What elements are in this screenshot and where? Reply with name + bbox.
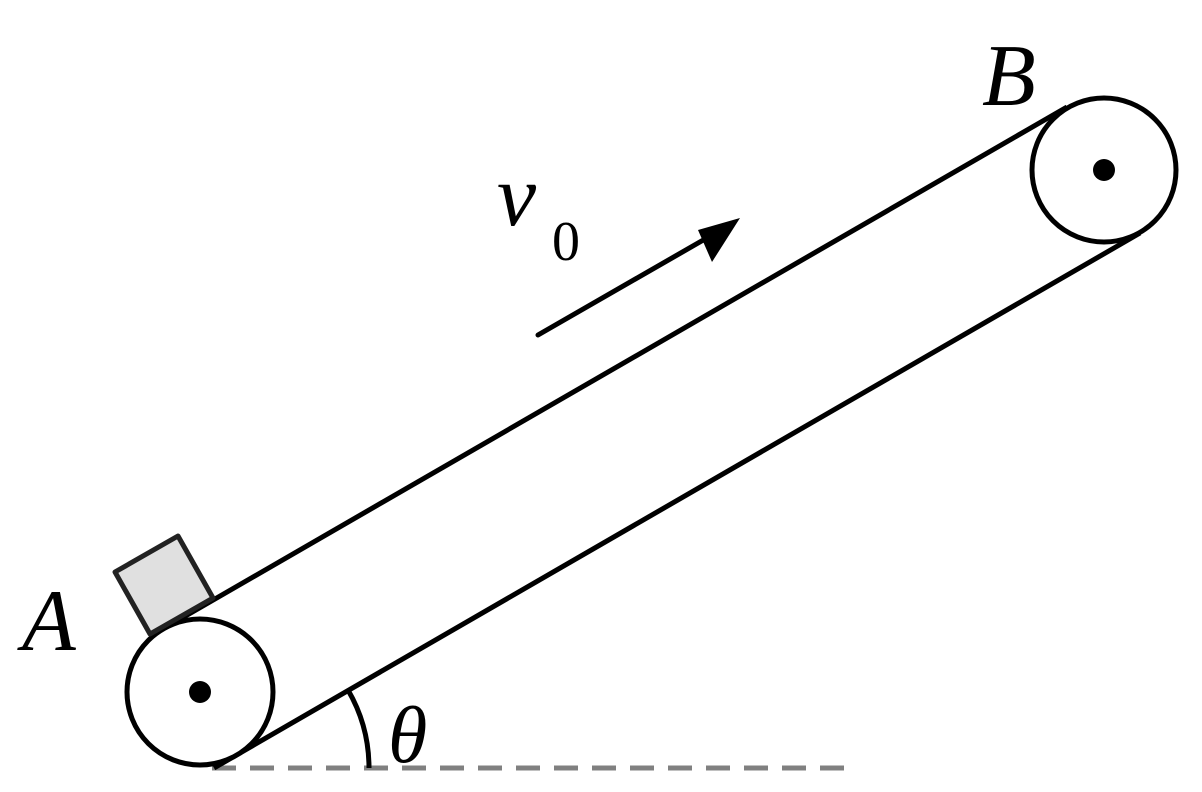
angle-arc	[345, 688, 372, 769]
label-velocity: v	[497, 148, 537, 245]
pulley-a	[124, 616, 276, 768]
belt-bottom-line	[212, 230, 1142, 771]
pulley-b	[1029, 95, 1179, 245]
label-a: A	[17, 573, 77, 670]
label-velocity-subscript: 0	[552, 211, 580, 273]
label-b: B	[982, 28, 1036, 125]
velocity-arrow	[535, 218, 740, 338]
belt-top-line	[161, 104, 1069, 632]
label-angle: θ	[388, 692, 427, 780]
block	[112, 533, 216, 637]
